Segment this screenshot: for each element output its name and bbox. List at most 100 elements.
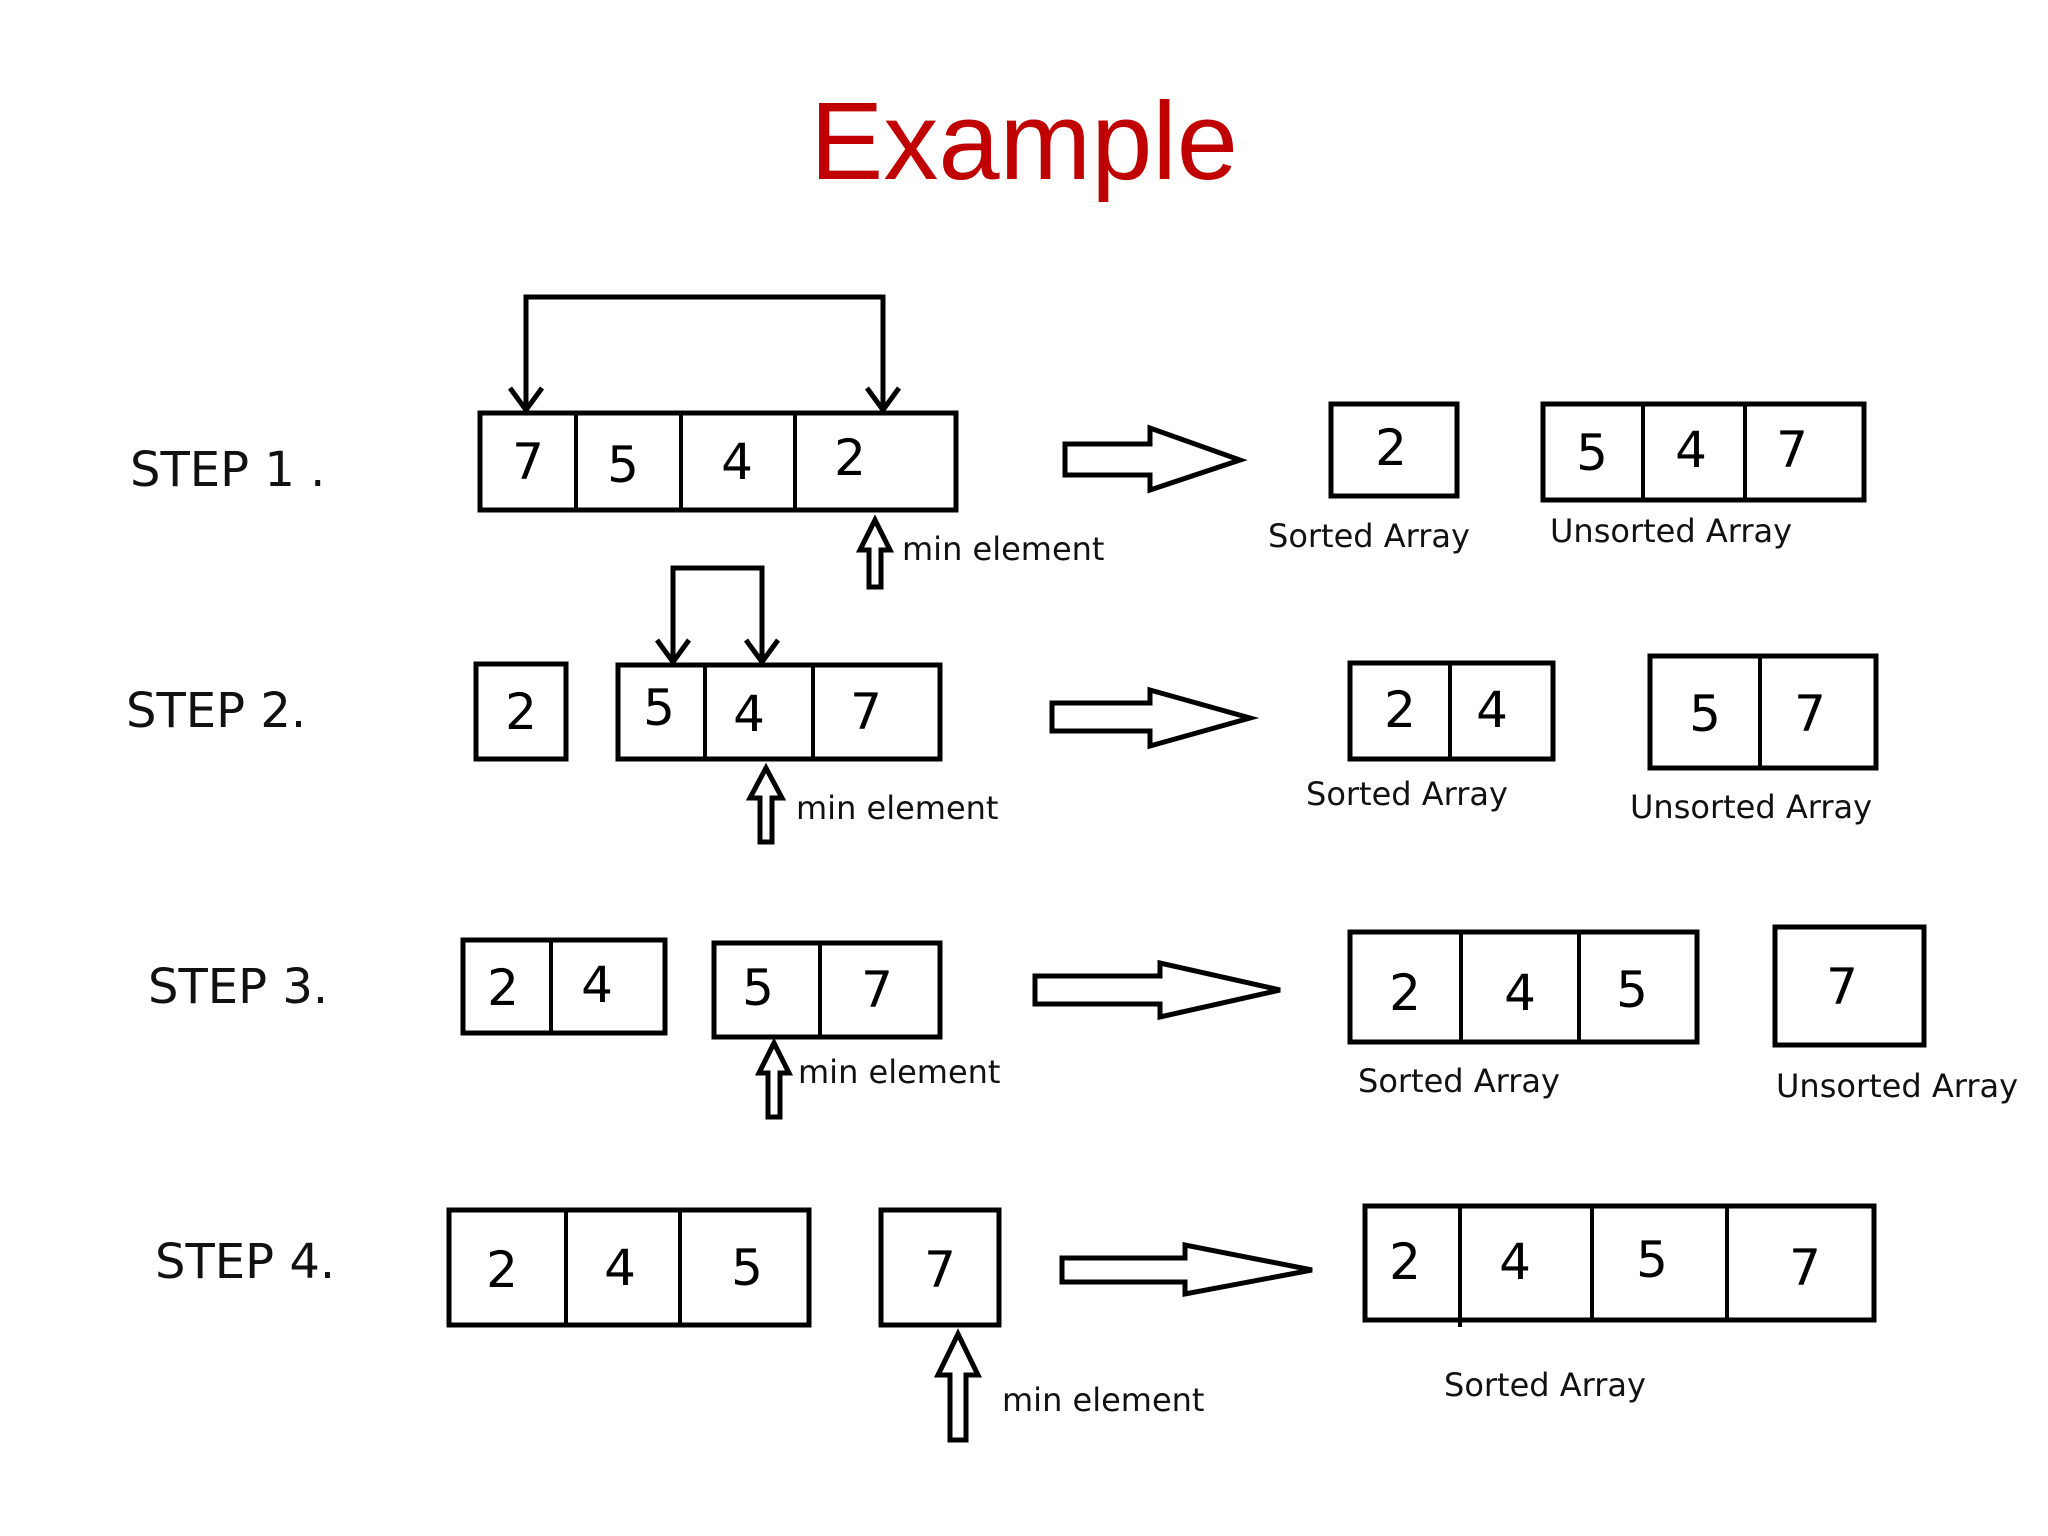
array-cell: 5 (1576, 424, 1608, 482)
step-2: STEP 2. 2 5 4 7 min element 2 4 (126, 565, 1879, 845)
array-cell: 7 (1826, 958, 1858, 1016)
arrowhead-down-icon (654, 638, 692, 667)
array-cell: 7 (861, 961, 893, 1019)
step-2-swap-connector (654, 565, 781, 667)
array-box (1347, 929, 1700, 1045)
up-arrow-icon (745, 762, 787, 845)
min-element-label: min element (902, 530, 1104, 568)
step-2-sorted-array: 2 4 Sorted Array (1306, 660, 1556, 813)
step-2-sorted-part: 2 (473, 661, 569, 762)
sorted-array-label: Sorted Array (1444, 1366, 1646, 1404)
array-cell: 2 (487, 959, 519, 1017)
array-box (878, 1207, 1002, 1328)
step-3-sorted-part: 2 4 (460, 937, 668, 1036)
step-1-label: STEP 1 . (130, 442, 325, 498)
array-cell: 5 (643, 679, 675, 737)
up-arrow-icon (754, 1037, 794, 1120)
step-1-input-array: 7 5 4 2 (477, 410, 959, 513)
unsorted-array-label: Unsorted Array (1630, 788, 1872, 826)
array-cell: 5 (1616, 961, 1648, 1019)
array-cell: 5 (607, 436, 639, 494)
swap-bracket (523, 294, 886, 410)
slide-title: Example (810, 80, 1238, 203)
array-box (477, 410, 959, 513)
array-cell: 5 (1636, 1231, 1668, 1289)
step-2-min-pointer: min element (745, 762, 998, 845)
sorted-array-label: Sorted Array (1358, 1062, 1560, 1100)
transition-arrow-icon (1032, 959, 1281, 1021)
arrowhead-down-icon (507, 386, 545, 415)
array-cell: 2 (1389, 1233, 1421, 1291)
step-4-sorted-part: 2 4 5 (446, 1207, 812, 1328)
transition-arrow-icon (1059, 1241, 1313, 1298)
step-3-min-pointer: min element (754, 1037, 1000, 1120)
array-box (473, 661, 569, 762)
array-cell: 4 (1504, 964, 1536, 1022)
array-box (711, 940, 943, 1040)
transition-arrow-icon (1062, 424, 1248, 494)
step-2-unsorted-array: 5 7 Unsorted Array (1630, 653, 1879, 826)
up-arrow-icon (933, 1328, 983, 1443)
transition-arrow-icon (1049, 686, 1260, 750)
up-arrow-icon (855, 514, 895, 590)
array-cell: 4 (1476, 681, 1508, 739)
array-box (1647, 653, 1879, 771)
array-box (446, 1207, 812, 1328)
array-box (1362, 1203, 1877, 1323)
array-cell: 4 (1499, 1233, 1531, 1291)
array-cell: 5 (1689, 685, 1721, 743)
step-4-unsorted-part: 7 (878, 1207, 1002, 1328)
array-cell: 7 (512, 433, 544, 491)
step-4-min-pointer: min element (933, 1328, 1204, 1443)
step-1-sorted-array: 2 Sorted Array (1268, 401, 1470, 555)
step-1-swap-connector (507, 294, 902, 415)
array-cell: 2 (1384, 681, 1416, 739)
step-2-label: STEP 2. (126, 683, 306, 739)
step-4-label: STEP 4. (155, 1234, 335, 1290)
array-box (1328, 401, 1460, 499)
step-1-min-pointer: min element (855, 514, 1104, 590)
array-cell: 2 (486, 1241, 518, 1299)
step-2-unsorted-part: 5 4 7 (615, 662, 943, 762)
array-cell: 2 (1375, 419, 1407, 477)
array-box (1772, 924, 1927, 1048)
array-cell: 7 (850, 683, 882, 741)
step-4: STEP 4. 2 4 5 7 min element 2 4 5 7 (155, 1203, 1877, 1443)
array-cell: 4 (604, 1239, 636, 1297)
array-cell: 7 (924, 1241, 956, 1299)
array-cell: 4 (733, 685, 765, 743)
array-cell: 7 (1789, 1239, 1821, 1297)
step-3-sorted-array: 2 4 5 Sorted Array (1347, 929, 1700, 1100)
array-cell: 2 (1389, 964, 1421, 1022)
swap-bracket (670, 565, 765, 662)
array-cell: 2 (834, 429, 866, 487)
arrowhead-down-icon (864, 386, 902, 415)
step-3: STEP 3. 2 4 5 7 min element 2 4 5 Sorted… (148, 924, 2018, 1120)
array-cell: 5 (731, 1239, 763, 1297)
step-1-unsorted-array: 5 4 7 Unsorted Array (1540, 401, 1867, 550)
unsorted-array-label: Unsorted Array (1776, 1067, 2018, 1105)
array-box (615, 662, 943, 762)
array-box (460, 937, 668, 1036)
min-element-label: min element (796, 789, 998, 827)
array-cell: 2 (505, 683, 537, 741)
sorted-array-label: Sorted Array (1268, 517, 1470, 555)
step-3-label: STEP 3. (148, 959, 328, 1015)
array-cell: 7 (1776, 421, 1808, 479)
array-box (1540, 401, 1867, 503)
array-cell: 5 (742, 959, 774, 1017)
step-1: STEP 1 . 7 5 4 2 min element 2 Sorted Ar… (130, 294, 1867, 590)
step-4-sorted-array: 2 4 5 7 Sorted Array (1362, 1203, 1877, 1404)
array-cell: 4 (1675, 421, 1707, 479)
step-3-unsorted-part: 5 7 (711, 940, 943, 1040)
array-cell: 4 (721, 433, 753, 491)
array-cell: 7 (1794, 685, 1826, 743)
unsorted-array-label: Unsorted Array (1550, 512, 1792, 550)
array-cell: 4 (581, 956, 613, 1014)
min-element-label: min element (798, 1053, 1000, 1091)
sorted-array-label: Sorted Array (1306, 775, 1508, 813)
arrowhead-down-icon (743, 638, 781, 667)
min-element-label: min element (1002, 1381, 1204, 1419)
step-3-unsorted-array: 7 Unsorted Array (1772, 924, 2018, 1105)
